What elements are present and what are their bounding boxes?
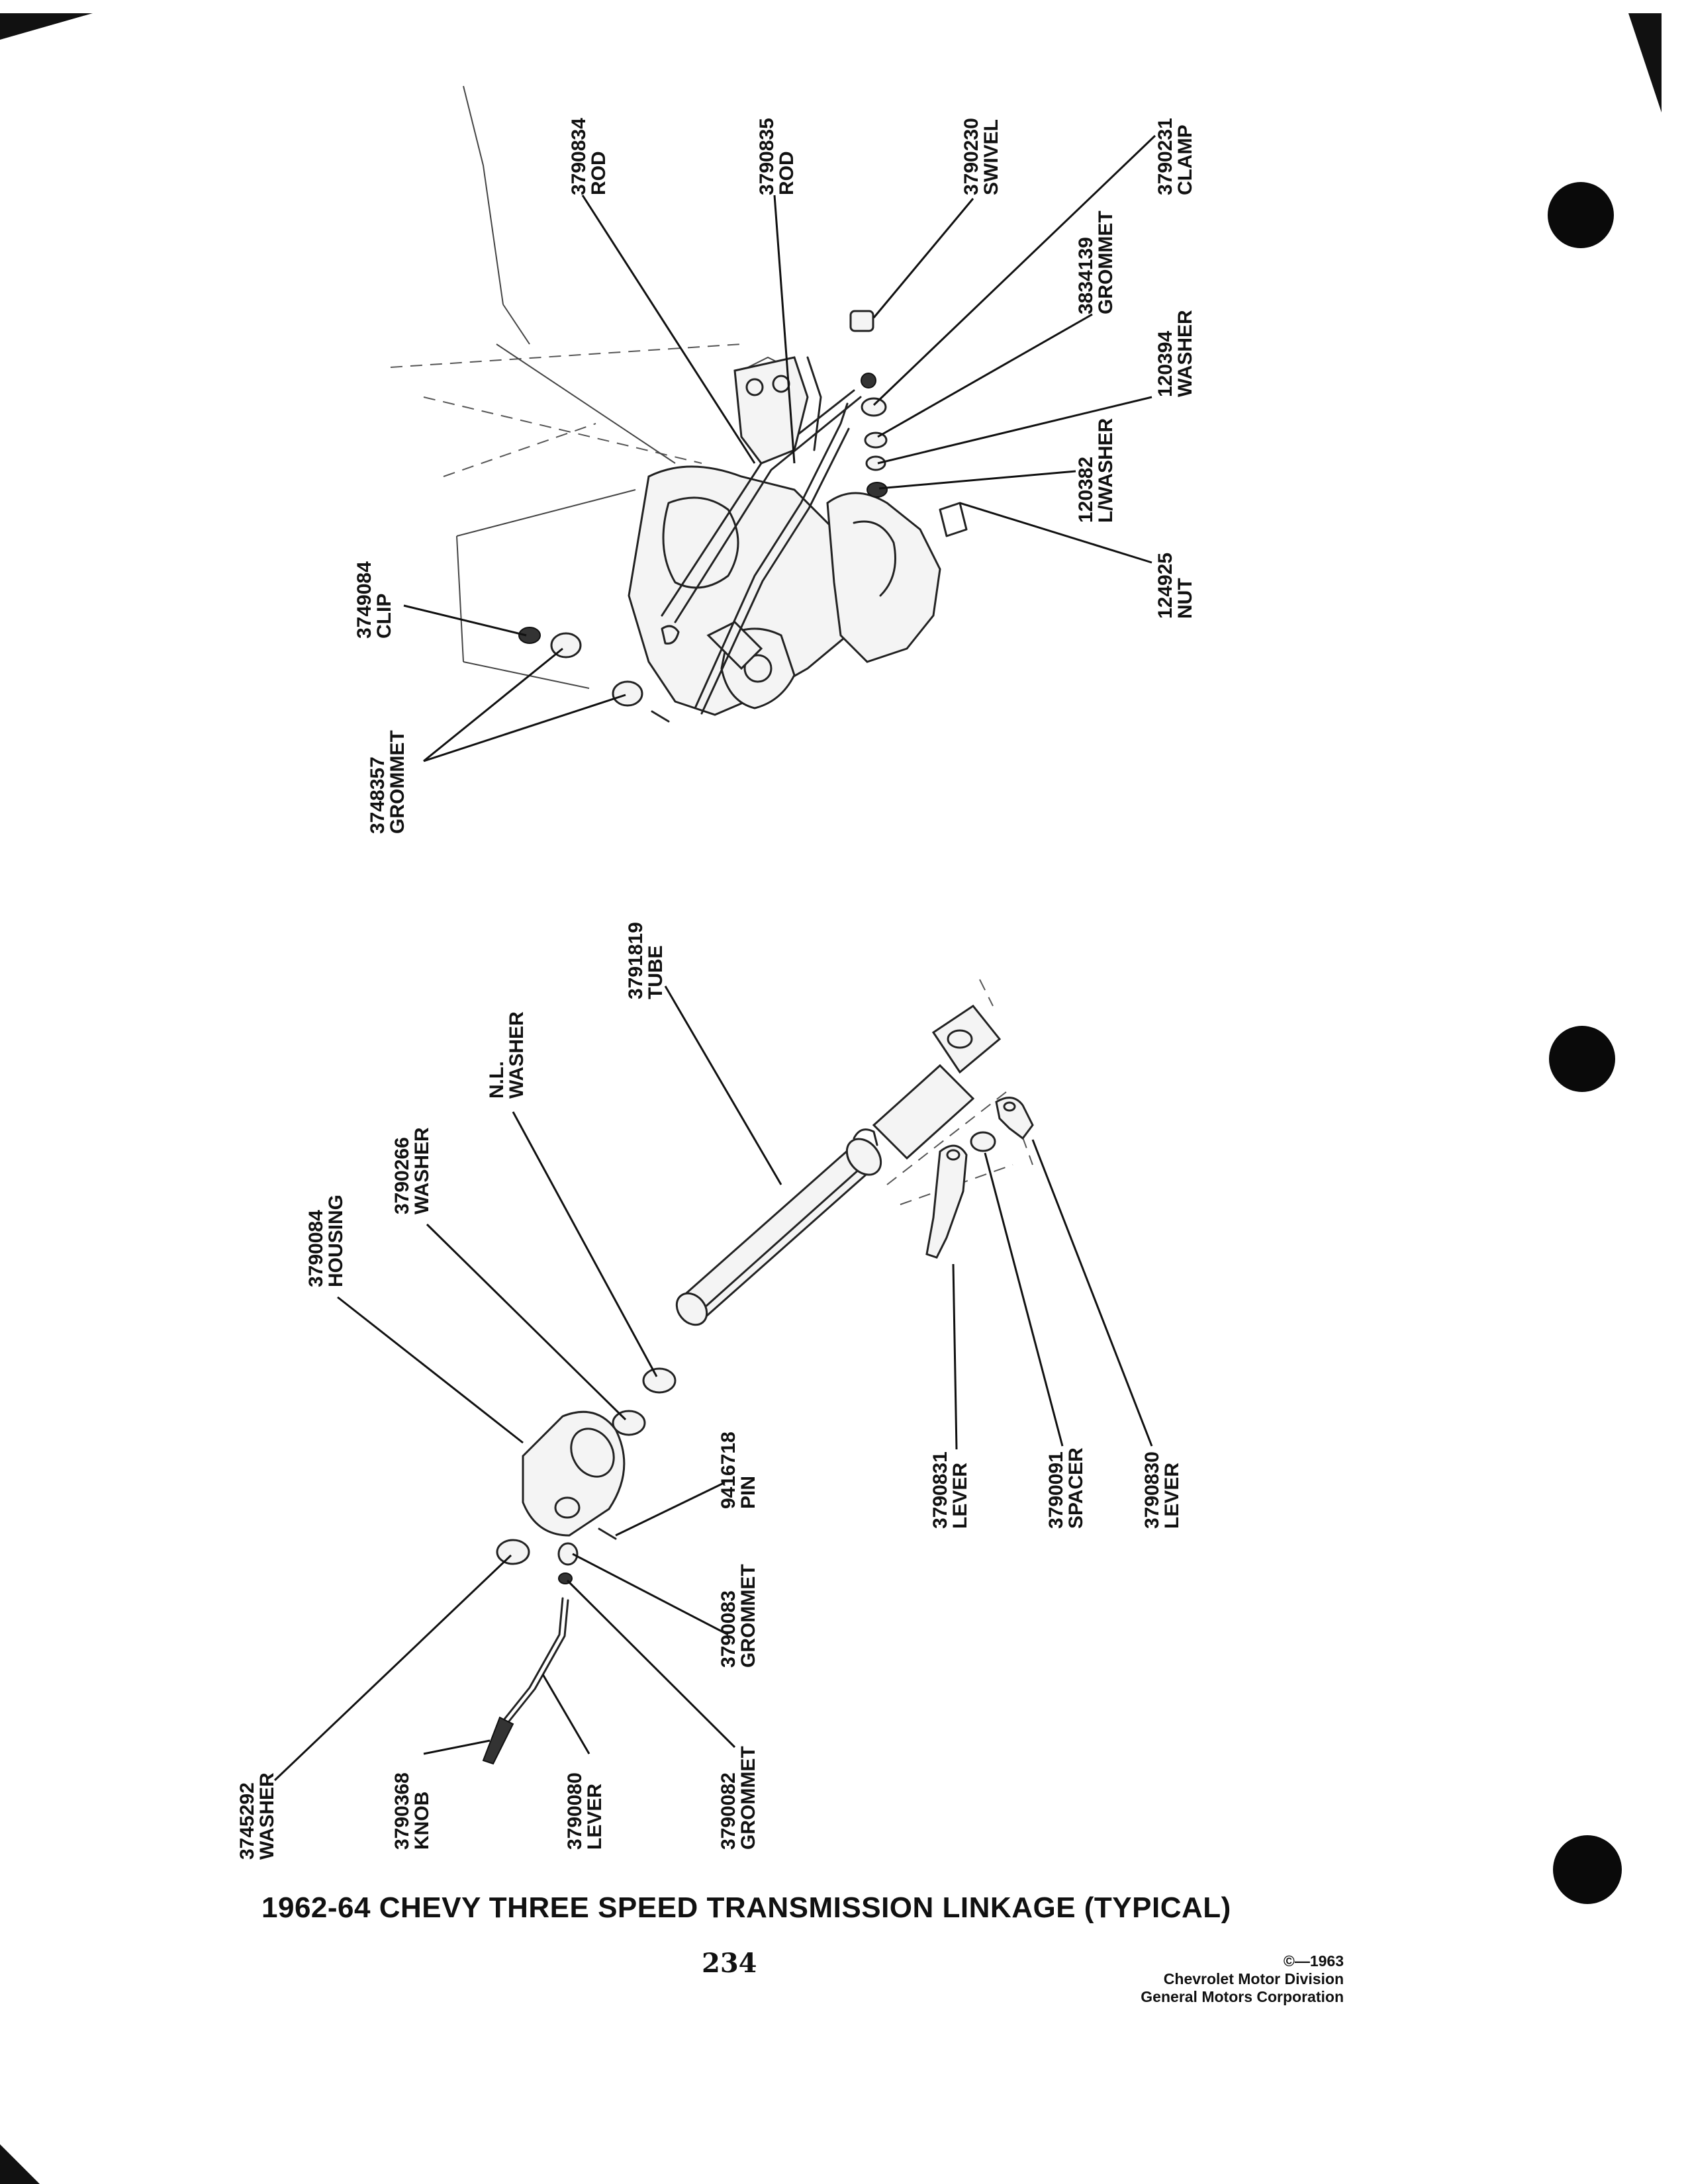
label-3748357-name: GROMMET xyxy=(387,730,408,834)
label-3790266-number: 3790266 xyxy=(391,1137,413,1214)
label-3745292-name: WASHER xyxy=(256,1772,278,1860)
label-3790082-name: GROMMET xyxy=(737,1746,759,1850)
label-3790091-number: 3790091 xyxy=(1045,1451,1067,1529)
washer-part xyxy=(865,455,886,471)
label-124925-name: NUT xyxy=(1174,578,1196,619)
label-120382-number: 120382 xyxy=(1075,457,1097,523)
washer-nl-part xyxy=(642,1367,677,1394)
label-120382-name: L/WASHER xyxy=(1095,418,1117,523)
housing-boss xyxy=(554,1496,581,1519)
grommet-part xyxy=(864,432,888,449)
label-3748357-number: 3748357 xyxy=(367,756,389,834)
label-3749084-number: 3749084 xyxy=(353,561,375,639)
label-3790230-name: SWIVEL xyxy=(980,119,1002,195)
washer-3745292-part xyxy=(496,1539,530,1565)
knob-part xyxy=(482,1716,514,1765)
label-3790830-name: LEVER xyxy=(1161,1463,1183,1529)
binder-holes xyxy=(1548,182,1622,1904)
label-nl-name: WASHER xyxy=(506,1011,528,1099)
clip-part xyxy=(518,627,541,644)
leader-lines xyxy=(273,134,1156,1782)
label-3834139-name: GROMMET xyxy=(1095,210,1117,314)
label-nl-number: N.L. xyxy=(486,1061,508,1099)
label-124925-number: 124925 xyxy=(1154,553,1176,619)
label-3790831-number: 3790831 xyxy=(929,1451,951,1529)
label-3790834-number: 3790834 xyxy=(568,118,590,195)
figure-caption: 1962-64 CHEVY THREE SPEED TRANSMISSION L… xyxy=(261,1891,1231,1924)
label-3790083-name: GROMMET xyxy=(737,1564,759,1668)
label-3790835-name: ROD xyxy=(776,151,798,195)
tube-part xyxy=(680,1144,879,1322)
part-labels: 3790834 ROD 3790835 ROD 3790230 SWIVEL 3… xyxy=(236,118,1196,1860)
copyright-division: Chevrolet Motor Division xyxy=(1163,1970,1344,1987)
label-3790084-number: 3790084 xyxy=(305,1210,327,1287)
label-3790830-number: 3790830 xyxy=(1141,1451,1163,1529)
label-3790231-name: CLAMP xyxy=(1174,124,1196,195)
label-3790231-number: 3790231 xyxy=(1154,118,1176,195)
swivel-part xyxy=(849,310,874,332)
washer-3790266-part xyxy=(612,1410,646,1436)
label-3790082-number: 3790082 xyxy=(718,1772,739,1850)
label-3790083-number: 3790083 xyxy=(718,1590,739,1668)
spacer-part xyxy=(970,1131,996,1152)
label-3790080-name: LEVER xyxy=(584,1784,606,1850)
label-120394-name: WASHER xyxy=(1174,310,1196,397)
binder-hole-bottom xyxy=(1553,1835,1622,1904)
label-3790091-name: SPACER xyxy=(1065,1447,1087,1529)
label-120394-number: 120394 xyxy=(1154,331,1176,397)
label-3834139-number: 3834139 xyxy=(1075,237,1097,314)
label-3791819-name: TUBE xyxy=(645,945,667,999)
label-3790368-number: 3790368 xyxy=(391,1772,413,1850)
label-3790368-name: KNOB xyxy=(411,1792,433,1850)
label-3790084-name: HOUSING xyxy=(325,1195,347,1287)
swivel-spring xyxy=(861,373,876,388)
copyright-corporation: General Motors Corporation xyxy=(1141,1988,1344,2005)
label-3790834-name: ROD xyxy=(588,151,610,195)
scan-marks xyxy=(0,13,1662,2184)
label-3745292-number: 3745292 xyxy=(236,1782,258,1860)
label-3749084-name: CLIP xyxy=(373,594,395,639)
copyright-year: ©—1963 xyxy=(1283,1952,1344,1970)
lower-column-assembly xyxy=(482,979,1034,1765)
label-3790266-name: WASHER xyxy=(411,1127,433,1214)
page-number: 234 xyxy=(702,1948,757,1979)
clamp-part xyxy=(861,397,887,417)
label-3790835-number: 3790835 xyxy=(756,118,778,195)
copyright-block: ©—1963 Chevrolet Motor Division General … xyxy=(1059,1952,1344,2006)
grommet-3790083-part xyxy=(557,1542,579,1566)
binder-hole-top xyxy=(1548,182,1614,248)
label-9416718-number: 9416718 xyxy=(718,1432,739,1509)
nut-part xyxy=(867,482,888,498)
label-3790080-number: 3790080 xyxy=(564,1772,586,1850)
label-3790230-number: 3790230 xyxy=(961,118,982,195)
upper-shift-assembly xyxy=(390,85,968,723)
binder-hole-middle xyxy=(1549,1026,1615,1092)
label-9416718-name: PIN xyxy=(737,1476,759,1509)
label-3791819-number: 3791819 xyxy=(625,922,647,999)
lever-3790831-part xyxy=(925,1144,968,1259)
grommet-right-part xyxy=(612,680,643,707)
label-3790831-name: LEVER xyxy=(949,1463,971,1529)
